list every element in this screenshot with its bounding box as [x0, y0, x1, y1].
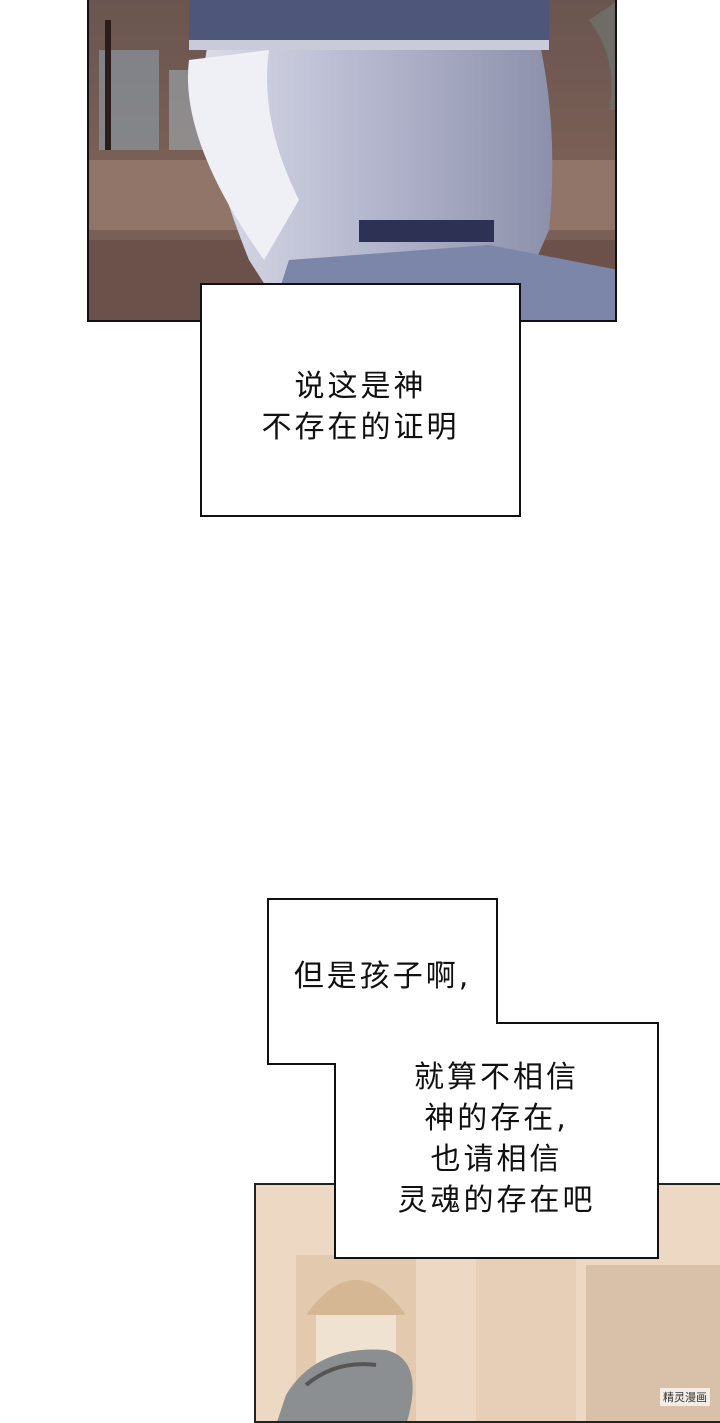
- comic-panel-top: [87, 0, 617, 322]
- narration-line: 灵魂的存在吧: [397, 1183, 596, 1218]
- narration-line: 但是孩子啊,: [293, 959, 472, 994]
- narration-text-1: 说这是神 不存在的证明: [202, 366, 519, 448]
- narration-line: 神的存在,: [424, 1101, 569, 1136]
- watermark-label: 精灵漫画: [660, 1388, 710, 1406]
- panel-illustration-dress: [89, 0, 615, 320]
- narration-line: 也请相信: [430, 1142, 563, 1177]
- narration-line: 说这是神: [294, 369, 427, 404]
- narration-text-2: 但是孩子啊,: [268, 956, 497, 997]
- narration-box-1: 说这是神 不存在的证明: [200, 283, 521, 517]
- narration-text-3: 就算不相信 神的存在, 也请相信 灵魂的存在吧: [335, 1057, 658, 1221]
- narration-line: 就算不相信: [414, 1060, 579, 1095]
- narration-line: 不存在的证明: [261, 410, 460, 445]
